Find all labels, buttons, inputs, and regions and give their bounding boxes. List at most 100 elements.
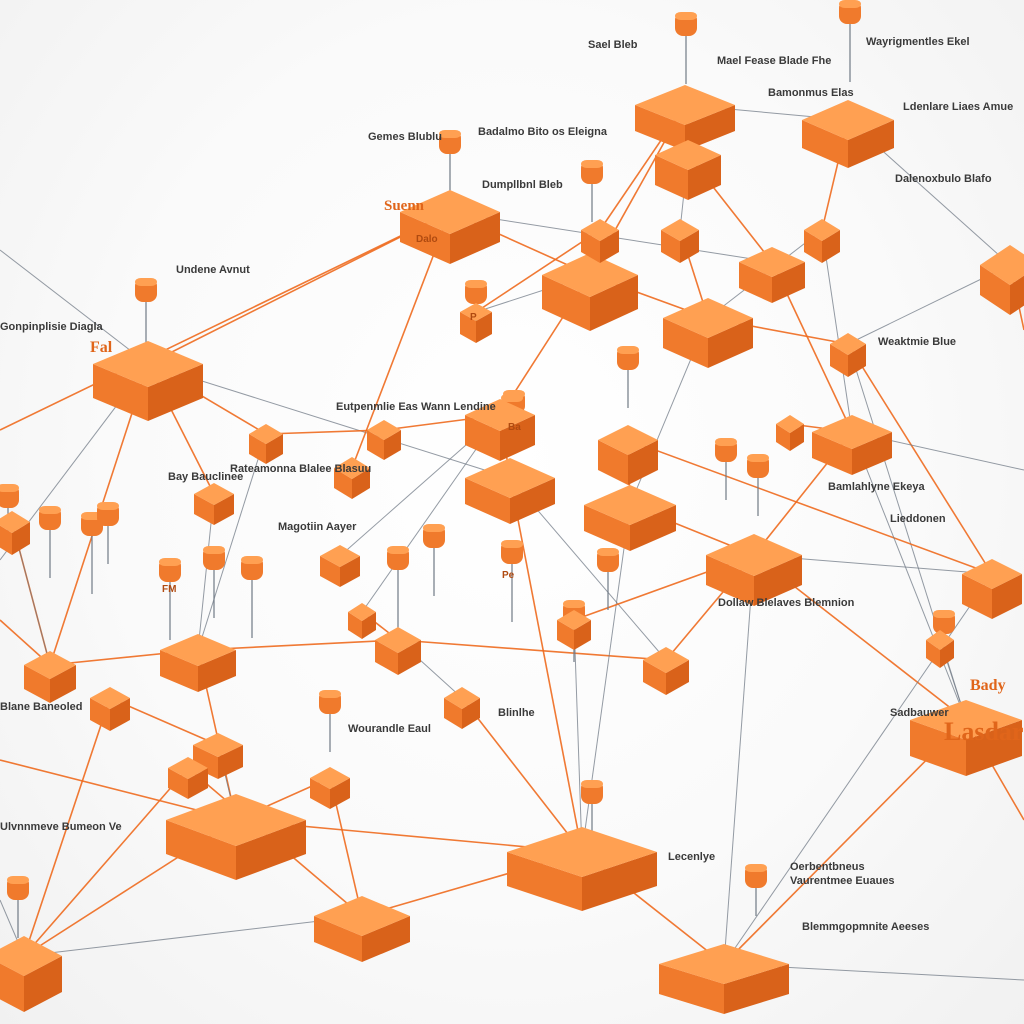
node-label: Weaktmie Blue <box>878 336 956 348</box>
block-left-face <box>444 698 462 729</box>
block-right-face <box>590 275 638 331</box>
node-label: Wayrigmentles Ekel <box>866 36 970 48</box>
node-block <box>193 733 243 779</box>
node-block <box>926 630 954 668</box>
block-right-face <box>754 555 802 606</box>
node-block <box>812 415 892 475</box>
block-right-face <box>848 120 894 168</box>
block-top-face <box>160 634 236 666</box>
block-left-face <box>193 745 218 779</box>
pin-marker <box>747 454 769 516</box>
pin-head-top <box>747 454 769 462</box>
node-block <box>367 420 401 460</box>
node-label: Dumpllbnl Bleb <box>482 179 563 191</box>
pin-head-top <box>933 610 955 618</box>
node-label: Bay Bauclinee <box>168 471 243 483</box>
pin-head-top <box>387 546 409 554</box>
pin-head-top <box>715 438 737 446</box>
box-caption: Lasdar <box>944 717 1023 746</box>
node-block <box>661 219 699 263</box>
connection-line <box>23 697 111 957</box>
block-top-face <box>830 333 866 355</box>
block-left-face <box>507 852 582 911</box>
pin-head-top <box>39 506 61 514</box>
block-top-face <box>310 767 350 789</box>
node-label: Dollaw Blelaves Blemnion <box>718 597 855 609</box>
connection-line <box>627 439 993 575</box>
node-block <box>706 534 802 606</box>
node-block <box>194 483 234 525</box>
block-right-face <box>510 478 555 524</box>
pin-marker <box>387 546 409 628</box>
block-right-face <box>724 964 789 1014</box>
block-top-face <box>24 651 76 679</box>
block-right-face <box>148 364 203 421</box>
connection-line <box>461 697 583 853</box>
block-top-face <box>194 483 234 505</box>
pin-head-top <box>97 502 119 510</box>
pin-head-top <box>617 346 639 354</box>
node-block <box>93 341 203 421</box>
node-label: Ldenlare Liaes Amue <box>903 101 1013 113</box>
connection-line <box>23 767 189 957</box>
cube-caption: Ba <box>508 422 521 433</box>
block-top-face <box>812 415 892 449</box>
node-blocks <box>0 85 1024 1014</box>
block-top-face <box>193 733 243 757</box>
pin-marker <box>39 506 61 578</box>
pin-marker <box>675 12 697 84</box>
block-right-face <box>330 778 350 809</box>
block-right-face <box>352 468 370 499</box>
pin-marker <box>203 546 225 618</box>
pin-head-top <box>7 876 29 884</box>
block-top-face <box>643 647 689 673</box>
pin-head-top <box>241 556 263 564</box>
box-caption: Fal <box>90 339 113 356</box>
pin-head-top <box>839 0 861 8</box>
node-label: Magotiin Aayer <box>278 521 357 533</box>
pin-head-top <box>501 540 523 548</box>
node-block <box>400 190 500 264</box>
node-block <box>320 545 360 587</box>
node-block <box>635 85 735 151</box>
pin-marker <box>715 438 737 500</box>
block-top-face <box>926 630 954 650</box>
block-right-face <box>708 318 753 368</box>
node-block <box>802 100 894 168</box>
block-top-face <box>348 603 376 621</box>
block-top-face <box>367 420 401 440</box>
block-left-face <box>659 964 724 1014</box>
block-right-face <box>582 852 657 911</box>
node-block <box>444 687 480 729</box>
block-right-face <box>500 415 535 461</box>
node-block <box>804 219 840 263</box>
node-block <box>310 767 350 809</box>
node-block <box>663 298 753 368</box>
node-block <box>168 757 208 799</box>
label-layer: Sael Bleb Mael Fease Blade Fhe Wayrigmen… <box>0 36 1023 933</box>
pin-marker <box>423 524 445 596</box>
node-label: Sael Bleb <box>588 39 638 51</box>
block-right-face <box>214 494 234 525</box>
node-label: Mael Fease Blade Fhe <box>717 55 831 67</box>
block-right-face <box>398 640 421 675</box>
node-label: Sadbauwer <box>890 707 949 719</box>
connection-line <box>265 429 385 435</box>
node-block <box>739 247 805 303</box>
pin-head-top <box>465 280 487 288</box>
node-label: Vaurentmee Euaues <box>790 875 895 887</box>
connection-line <box>821 229 853 433</box>
node-block <box>0 511 30 555</box>
block-left-face <box>310 778 330 809</box>
node-label: Blane Baneoled <box>0 701 83 713</box>
pin-head-top <box>597 548 619 556</box>
box-caption: Suenn <box>384 198 425 214</box>
connection-line <box>197 433 267 651</box>
connection-line <box>0 211 451 431</box>
node-block <box>659 944 789 1014</box>
connection-line <box>147 211 451 365</box>
block-right-face <box>966 720 1022 776</box>
connection-line <box>23 915 363 957</box>
block-top-face <box>166 794 306 846</box>
